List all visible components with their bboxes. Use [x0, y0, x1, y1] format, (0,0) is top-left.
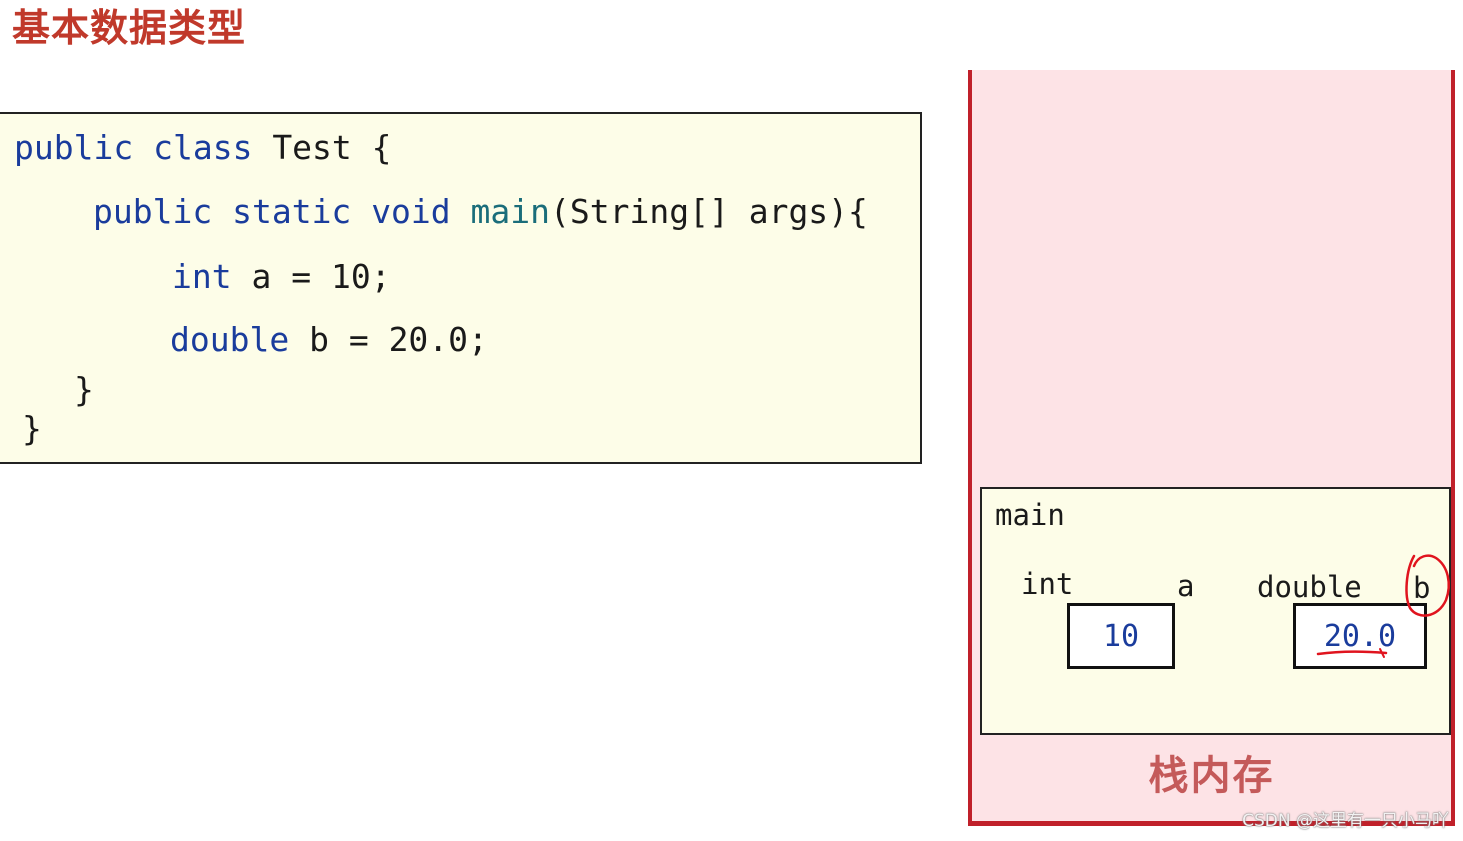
- code-block: [0, 112, 922, 464]
- code-line-3: int a = 10;: [172, 257, 391, 297]
- code-line-6: }: [22, 409, 42, 449]
- code-keyword: int: [172, 257, 232, 296]
- code-text: a = 10;: [251, 257, 391, 296]
- stack-memory-label: 栈内存: [1148, 753, 1275, 799]
- frame-name: main: [995, 498, 1065, 532]
- code-keyword: double: [170, 320, 290, 359]
- var-b-value-box: 20.0: [1293, 603, 1427, 669]
- code-keyword: void: [371, 192, 451, 231]
- code-line-5: }: [74, 370, 94, 410]
- code-keyword: public: [14, 128, 134, 167]
- code-text: (String[] args){: [550, 192, 868, 231]
- var-b-name: b: [1413, 571, 1431, 605]
- slide-title: 基本数据类型: [12, 6, 247, 50]
- code-keyword: static: [232, 192, 352, 231]
- code-keyword: public: [93, 192, 213, 231]
- code-function: main: [470, 192, 551, 231]
- code-line-1: public class Test {: [14, 128, 392, 168]
- var-b-type: double: [1257, 570, 1362, 604]
- code-line-2: public static void main(String[] args){: [93, 192, 868, 232]
- code-keyword: class: [153, 128, 253, 167]
- var-a-name: a: [1177, 569, 1195, 603]
- var-a-type: int: [1021, 567, 1074, 601]
- code-text: Test {: [272, 128, 392, 167]
- watermark: CSDN @这里有一只小马吖: [1242, 811, 1449, 831]
- code-text: }: [22, 409, 42, 448]
- var-a-value-box: 10: [1067, 603, 1175, 669]
- code-text: b = 20.0;: [309, 320, 488, 359]
- code-text: }: [74, 370, 94, 409]
- code-line-4: double b = 20.0;: [170, 320, 488, 360]
